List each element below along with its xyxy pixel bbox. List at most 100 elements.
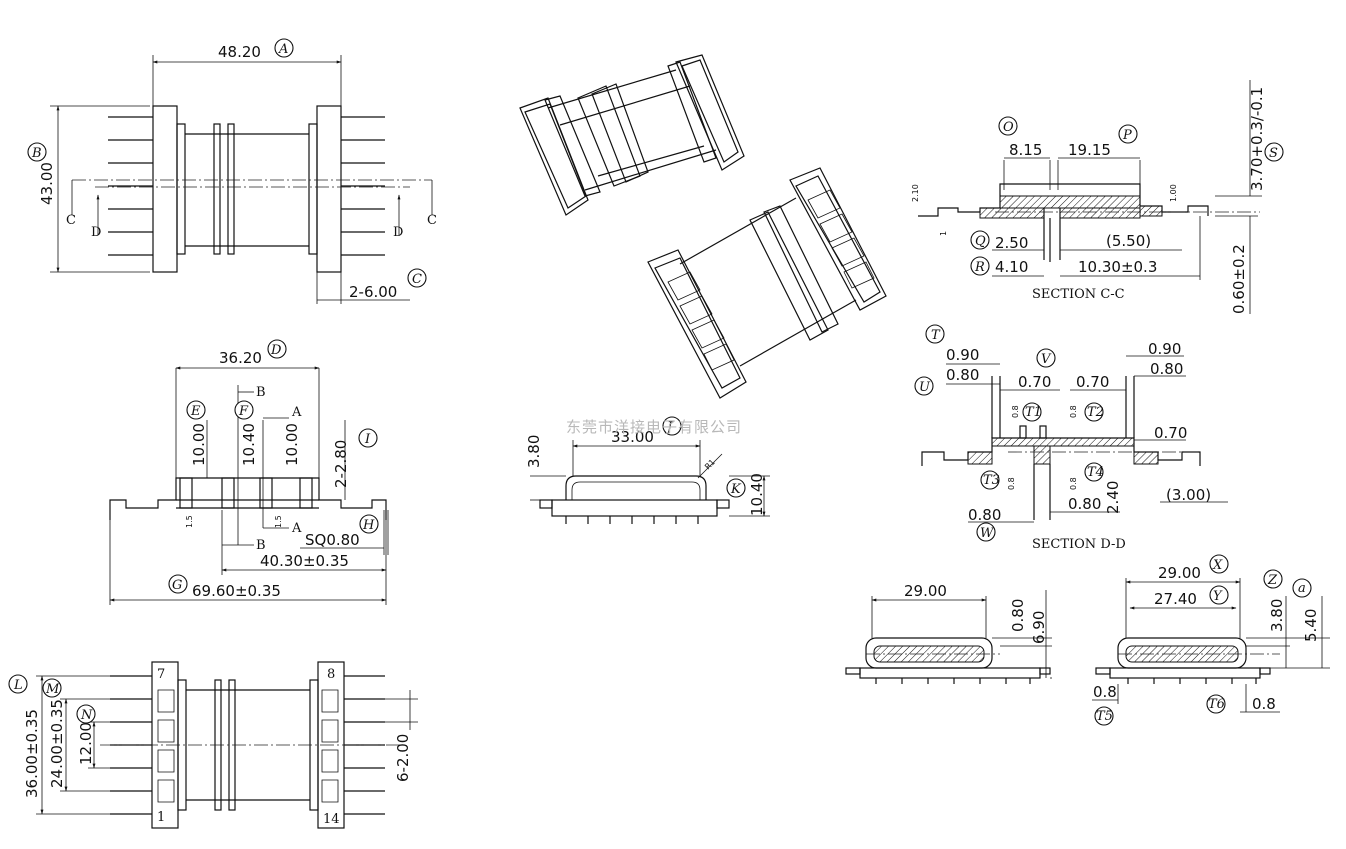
v08-c: 0.8 xyxy=(1007,477,1016,490)
dim-w: 0.80 xyxy=(968,506,1001,524)
dim-i: 2-2.80 xyxy=(332,440,350,488)
side-small-height: 3.80 xyxy=(525,435,543,468)
label-i: I xyxy=(364,432,371,447)
label-x: X xyxy=(1212,558,1223,573)
dim-dd-bottom: 0.80 xyxy=(1068,495,1101,513)
label-r: R xyxy=(974,260,985,275)
label-w: W xyxy=(980,526,995,541)
cut-d-left: D xyxy=(91,225,101,240)
cut-a-bottom: A xyxy=(291,521,302,536)
label-j: J xyxy=(664,420,673,435)
cut-b-top: B xyxy=(256,385,266,400)
dim-dd-ref: (3.00) xyxy=(1166,486,1211,504)
label-k: K xyxy=(730,482,742,497)
label-l: L xyxy=(13,678,23,693)
label-g: G xyxy=(172,578,182,593)
detail-left-width: 29.00 xyxy=(904,582,947,600)
cut-d-right: D xyxy=(393,225,403,240)
label-u: U xyxy=(919,380,931,395)
label-a: A xyxy=(278,42,288,57)
detail-left-h1: 0.80 xyxy=(1009,599,1027,632)
label-c: C xyxy=(412,272,422,287)
label-t3: T3 xyxy=(983,473,1000,488)
label-h: H xyxy=(362,518,375,533)
dim-p: 19.15 xyxy=(1068,141,1111,159)
label-m: M xyxy=(45,682,60,697)
section-dd-title: SECTION D-D xyxy=(1032,537,1126,552)
small-1-5-a: 1.5 xyxy=(185,515,194,528)
pitch-total-dim: 40.30±0.35 xyxy=(260,552,349,570)
label-a-detail: a xyxy=(1298,581,1306,596)
label-t6: T6 xyxy=(1208,697,1225,712)
label-d: D xyxy=(270,343,282,358)
sq-dim: SQ0.80 xyxy=(305,531,360,549)
dim-mid-b: 0.70 xyxy=(1154,424,1187,442)
cut-c-right: C xyxy=(427,213,437,228)
dim-o: 8.15 xyxy=(1009,141,1042,159)
small-1-5-b: 1.5 xyxy=(274,515,283,528)
dim-t6: 0.8 xyxy=(1252,695,1276,713)
dim-t5: 0.8 xyxy=(1093,683,1117,701)
label-q: Q xyxy=(975,234,986,249)
dim-dd-height: 2.40 xyxy=(1104,481,1122,514)
dim-a-front: 10.00 xyxy=(283,423,301,466)
label-t1: T1 xyxy=(1025,405,1042,420)
pin-14: 14 xyxy=(323,812,340,827)
watermark: 东莞市洋接电子有限公司 xyxy=(566,418,742,436)
tiny-1-00: 1.00 xyxy=(1169,184,1178,202)
dim-s: 3.70+0.3/-0.1 xyxy=(1248,87,1266,191)
side-width-dim: 33.00 xyxy=(611,428,654,446)
dim-q: 2.50 xyxy=(995,234,1028,252)
dim-m: 24.00±0.35 xyxy=(48,699,66,788)
dim-gap: 10.30±0.3 xyxy=(1078,258,1157,276)
label-t: T xyxy=(931,328,941,343)
front-view: 36.20 D 10.00 E 10.40 F 10.00 B A A B 1.… xyxy=(109,339,389,605)
top-width-dim: 48.20 xyxy=(218,43,261,61)
dim-t: 0.90 xyxy=(946,346,979,364)
label-n: N xyxy=(80,708,93,723)
dim-n: 12.00 xyxy=(77,722,95,765)
dim-z: 3.80 xyxy=(1268,599,1286,632)
bottom-pitch: 6-2.00 xyxy=(394,734,412,782)
dim-e: 10.00 xyxy=(190,423,208,466)
bottom-view: 7 8 1 14 36.00±0.35 L 24.00±0.35 M 12.00… xyxy=(8,661,418,829)
dim-f: 10.40 xyxy=(240,423,258,466)
ref-5-50: (5.50) xyxy=(1106,232,1151,250)
dim-right-top-b: 0.80 xyxy=(1150,360,1183,378)
v08-b: 0.8 xyxy=(1069,405,1078,418)
radius-r1: R1 xyxy=(703,458,717,472)
iso-view-upper xyxy=(519,54,745,216)
label-f: F xyxy=(238,404,249,419)
dim-bottom-cc: 0.60±0.2 xyxy=(1230,244,1248,314)
detail-right: 29.00 X 27.40 Y 3.80 5.40 Z a 0.8 T5 0.8… xyxy=(1092,554,1330,726)
side-height-dim: 10.40 xyxy=(748,473,766,516)
label-z: Z xyxy=(1267,573,1278,588)
dim-a-detail: 5.40 xyxy=(1302,609,1320,642)
label-p: P xyxy=(1122,128,1132,143)
section-d-d: 0.90 T 0.80 U 0.70 V 0.90 0.80 0.70 0.70… xyxy=(914,324,1228,552)
iso-view-lower xyxy=(647,167,887,399)
label-t4: T4 xyxy=(1087,465,1104,480)
tiny-2-10: 2.10 xyxy=(911,184,920,202)
dim-right-top-a: 0.90 xyxy=(1148,340,1181,358)
pin-7: 7 xyxy=(157,667,165,682)
dim-u: 0.80 xyxy=(946,366,979,384)
label-t2: T2 xyxy=(1087,405,1104,420)
detail-left: 29.00 0.80 6.90 xyxy=(845,582,1052,684)
top-view: 48.20 A 43.00 B xyxy=(27,38,437,304)
section-c-c: 8.15 19.15 O P 3.70+0.3/-0.1 S 2.10 1.00… xyxy=(911,80,1284,314)
v08-a: 0.8 xyxy=(1011,405,1020,418)
front-inner-dim: 36.20 xyxy=(219,349,262,367)
dim-v: 0.70 xyxy=(1018,373,1051,391)
cut-c-left: C xyxy=(66,213,76,228)
label-e: E xyxy=(190,404,201,419)
side-view: 33.00 J R1 3.80 10.40 K xyxy=(525,416,770,524)
cut-a-top: A xyxy=(291,405,302,420)
dim-y: 27.40 xyxy=(1154,590,1197,608)
dim-x: 29.00 xyxy=(1158,564,1201,582)
cut-b-bottom: B xyxy=(256,538,266,553)
dim-r: 4.10 xyxy=(995,258,1028,276)
tiny-1: 1 xyxy=(939,231,948,236)
label-o: O xyxy=(1003,120,1014,135)
